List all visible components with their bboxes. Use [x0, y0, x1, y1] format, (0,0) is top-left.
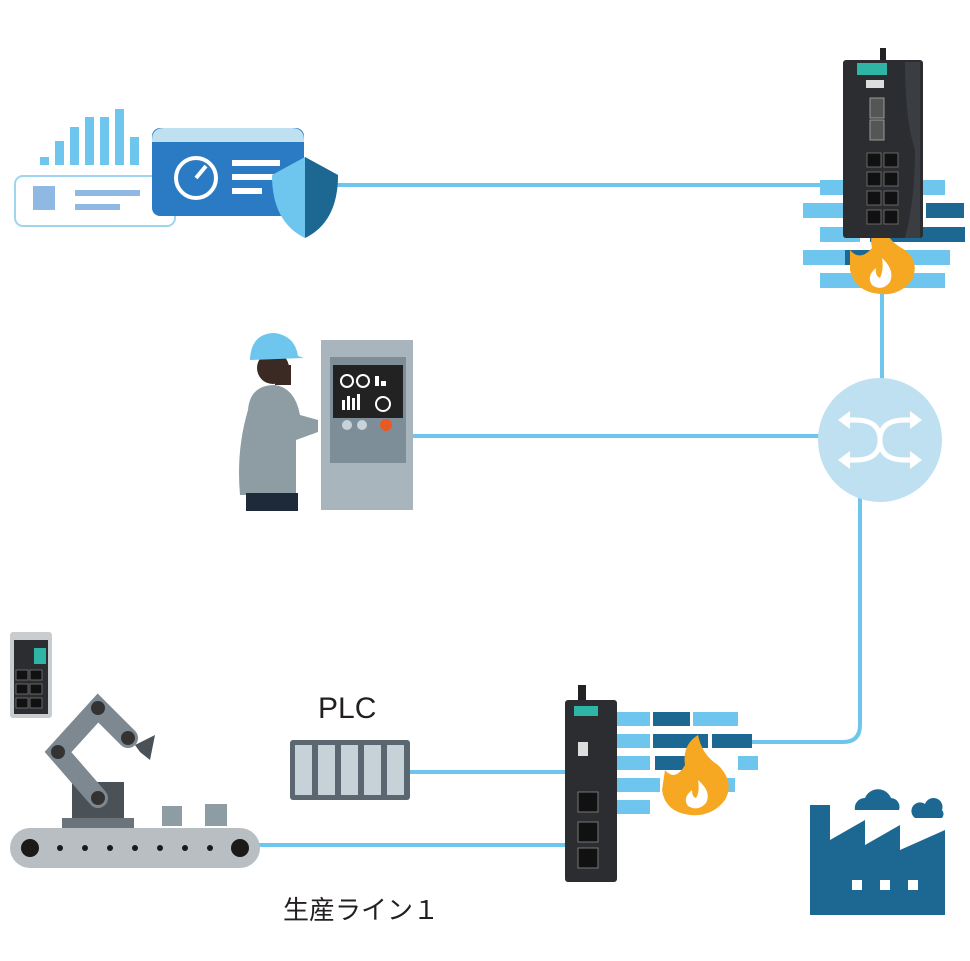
robot-conveyor-icon [10, 632, 260, 868]
factory-icon [810, 789, 945, 915]
plc-label: PLC [318, 692, 377, 725]
dashboard-shield-icon [14, 109, 338, 238]
firewall-device-icon [803, 48, 965, 295]
connection-lines [258, 183, 884, 847]
plc-icon [290, 740, 410, 800]
moxa-logo [857, 63, 887, 75]
network-switch-icon [818, 378, 942, 502]
production-line-label: 生産ライン１ [283, 896, 440, 926]
edge-firewall-icon [565, 685, 758, 882]
link-switch-edge [740, 495, 862, 744]
operator-hmi-icon [239, 333, 413, 511]
